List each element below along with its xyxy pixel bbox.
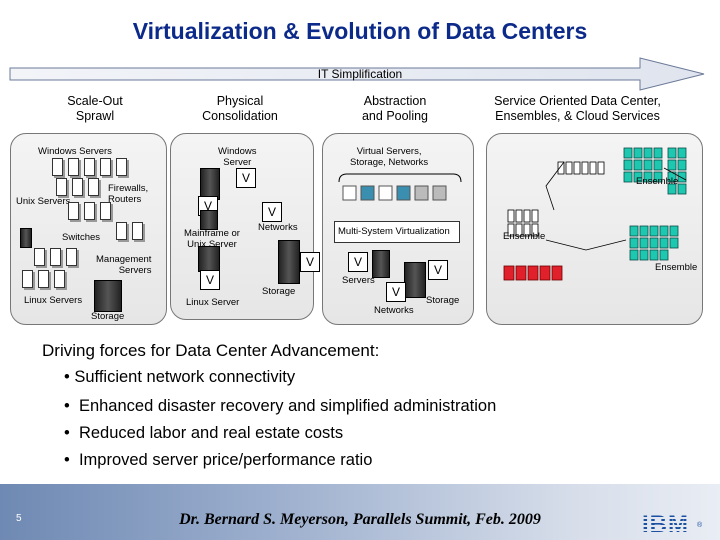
bullet-item: • Improved server price/performance rati…: [64, 451, 372, 470]
label-storage-sprawl: Storage: [91, 311, 125, 322]
label-networks-consolidation: Networks: [258, 222, 298, 233]
server-icon: [84, 202, 95, 220]
bullet-text: Reduced labor and real estate costs: [78, 424, 344, 442]
ibm-logo: IBM: [642, 511, 689, 538]
label-storage-consolidation: Storage: [262, 286, 296, 297]
arrow-label: IT Simplification: [317, 67, 403, 81]
slide-title: Virtualization & Evolution of Data Cente…: [132, 18, 588, 44]
heading-physical-consolidation: Physical Consolidation: [202, 94, 278, 123]
v-badge: V: [386, 282, 406, 302]
server-icon: [116, 222, 127, 240]
v-badge: V: [262, 202, 282, 222]
heading-service-oriented: Service Oriented Data Center, Ensembles,…: [494, 94, 661, 123]
bullet-dot: •: [64, 368, 75, 386]
footer-bar: [0, 484, 720, 540]
panel-consolidation: [170, 133, 314, 320]
label-mainframe: Mainframe or Unix Server: [184, 228, 240, 250]
server-icon: [66, 248, 77, 266]
server-icon: [100, 202, 111, 220]
label-unix-servers: Unix Servers: [16, 196, 71, 207]
label-ensemble-1: Ensemble: [636, 176, 679, 187]
storage-icon: [94, 280, 122, 312]
footer-credit: Dr. Bernard S. Meyerson, Parallels Summi…: [179, 511, 541, 528]
label-switches: Switches: [62, 232, 101, 243]
bullet-item: • Sufficient network connectivity: [64, 368, 295, 387]
virtual-pool-bracket: [338, 173, 462, 201]
label-linux-servers: Linux Servers: [24, 295, 83, 306]
ensemble-diagram: [503, 147, 687, 281]
label-linux-server: Linux Server: [186, 297, 240, 308]
server-icon: [34, 248, 45, 266]
bullet-item: • Reduced labor and real estate costs: [64, 424, 343, 443]
switch-icon: [20, 228, 32, 248]
server-icon: [56, 178, 67, 196]
server-icon: [68, 158, 79, 176]
server-icon: [52, 158, 63, 176]
bullet-text: Enhanced disaster recovery and simplifie…: [78, 397, 497, 415]
label-virtual-servers: Virtual Servers, Storage, Networks: [350, 146, 429, 168]
bullet-dot: •: [64, 397, 79, 415]
heading-abstraction-pooling: Abstraction and Pooling: [361, 94, 429, 123]
label-networks-pooling: Networks: [374, 305, 414, 316]
server-icon: [38, 270, 49, 288]
storage-icon: [404, 262, 426, 298]
v-badge: V: [428, 260, 448, 280]
server-icon: [100, 158, 111, 176]
label-management-servers: Management Servers: [96, 254, 152, 276]
server-rack-icon: [198, 246, 220, 272]
server-icon: [132, 222, 143, 240]
label-firewalls-routers: Firewalls, Routers: [108, 183, 149, 205]
label-servers-pooling: Servers: [342, 275, 375, 286]
server-icon: [84, 158, 95, 176]
page-number: 5: [16, 513, 22, 524]
server-rack-icon: [372, 250, 390, 278]
v-badge: V: [236, 168, 256, 188]
mainframe-icon: [200, 210, 218, 230]
label-windows-servers: Windows Servers: [38, 146, 112, 157]
label-ensemble-2: Ensemble: [503, 231, 546, 242]
it-simplification-arrow: [9, 57, 705, 91]
server-icon: [116, 158, 127, 176]
v-badge: V: [200, 270, 220, 290]
bullet-dot: •: [64, 424, 79, 442]
drivers-heading: Driving forces for Data Center Advanceme…: [42, 341, 380, 360]
server-icon: [54, 270, 65, 288]
multi-system-box: [334, 221, 460, 243]
label-multi-system: Multi-System Virtualization: [338, 226, 450, 237]
server-icon: [50, 248, 61, 266]
bullet-text: Improved server price/performance ratio: [78, 451, 373, 469]
server-icon: [68, 202, 79, 220]
bullet-text: Sufficient network connectivity: [74, 368, 296, 386]
server-icon: [72, 178, 83, 196]
server-icon: [22, 270, 33, 288]
heading-scale-out: Scale-Out Sprawl: [67, 94, 123, 123]
registered-mark: ®: [697, 522, 703, 529]
label-storage-pooling: Storage: [426, 295, 460, 306]
v-badge: V: [300, 252, 320, 272]
v-badge: V: [348, 252, 368, 272]
bullet-item: • Enhanced disaster recovery and simplif…: [64, 397, 496, 416]
server-icon: [88, 178, 99, 196]
storage-icon: [278, 240, 300, 284]
label-ensemble-3: Ensemble: [655, 262, 698, 273]
bullet-dot: •: [64, 451, 79, 469]
label-windows-server: Windows Server: [218, 146, 257, 168]
